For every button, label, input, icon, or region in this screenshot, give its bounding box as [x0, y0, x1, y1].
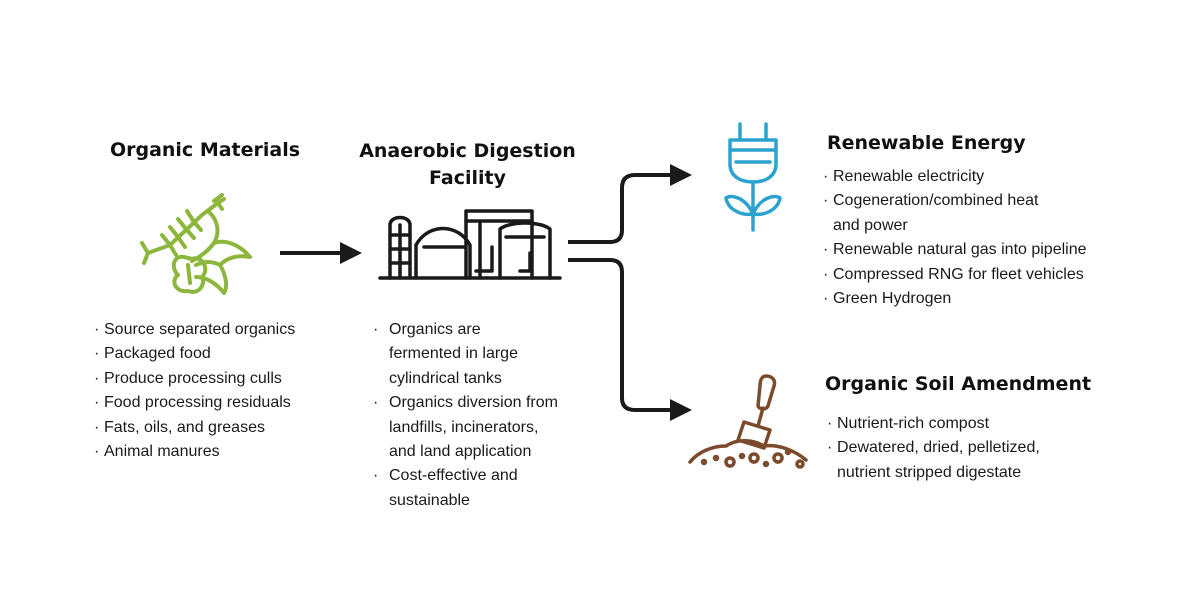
- plug-plant-icon: [724, 122, 782, 232]
- list-item: Organics are fermented in large cylindri…: [373, 318, 608, 391]
- digestion-facility-title-line1: Anaerobic Digestion: [359, 140, 576, 162]
- list-item: Cost-effective and sustainable: [373, 464, 608, 513]
- list-item: Nutrient-rich compost: [827, 412, 1127, 437]
- list-item: Produce processing culls: [94, 367, 344, 392]
- list-item: Packaged food: [94, 342, 344, 367]
- list-item: Source separated organics: [94, 318, 344, 343]
- digestion-facility-title: Anaerobic Digestion Facility: [340, 138, 595, 192]
- renewable-energy-title: Renewable Energy: [827, 132, 1026, 154]
- list-item: Green Hydrogen: [823, 287, 1163, 312]
- soil-amendment-list: Nutrient-rich compost Dewatered, dried, …: [827, 412, 1127, 485]
- digestion-facility-list: Organics are fermented in large cylindri…: [373, 318, 608, 513]
- list-item: Dewatered, dried, pelletized, nutrient s…: [827, 436, 1127, 485]
- list-item-line: Organics diversion from: [389, 394, 558, 412]
- digestion-facility-icon: [378, 209, 562, 280]
- list-item-line: and power: [833, 216, 908, 234]
- list-item-line: fermented in large: [389, 345, 518, 363]
- arrow-head-soil: [670, 399, 692, 421]
- list-item: Cogeneration/combined heat and power: [823, 189, 1163, 238]
- list-item: Renewable electricity: [823, 165, 1163, 190]
- list-item-line: Organics are: [389, 321, 481, 338]
- list-item-line: nutrient stripped digestate: [837, 463, 1022, 481]
- flow-arrow-right: [280, 242, 362, 264]
- list-item-line: Cost-effective and: [389, 467, 518, 485]
- list-item-line: Nutrient-rich compost: [837, 415, 990, 432]
- list-item-line: Renewable electricity: [833, 168, 985, 185]
- list-item: Fats, oils, and greases: [94, 416, 344, 441]
- list-item-line: Renewable natural gas into pipeline: [833, 241, 1087, 259]
- list-item: Organics diversion from landfills, incin…: [373, 391, 608, 464]
- list-item: Animal manures: [94, 440, 344, 465]
- list-item-line: sustainable: [389, 491, 470, 509]
- soil-amendment-title: Organic Soil Amendment: [825, 373, 1092, 395]
- list-item-line: cylindrical tanks: [389, 369, 502, 387]
- renewable-energy-list: Renewable electricity Cogeneration/combi…: [823, 165, 1163, 312]
- list-item-line: Compressed RNG for fleet vehicles: [833, 265, 1084, 283]
- shovel-soil-icon: [688, 374, 808, 469]
- list-item-line: and land application: [389, 443, 532, 461]
- list-item: Compressed RNG for fleet vehicles: [823, 263, 1163, 288]
- list-item-line: Green Hydrogen: [833, 290, 952, 308]
- organic-materials-list: Source separated organics Packaged food …: [94, 318, 344, 465]
- list-item-line: Cogeneration/combined heat: [833, 192, 1039, 210]
- organic-materials-title: Organic Materials: [109, 139, 301, 161]
- list-item: Renewable natural gas into pipeline: [823, 238, 1163, 263]
- list-item-line: Dewatered, dried, pelletized,: [837, 439, 1040, 457]
- arrow-head-energy: [670, 164, 692, 186]
- list-item: Food processing residuals: [94, 391, 344, 416]
- food-scraps-icon: [140, 193, 252, 295]
- digestion-facility-title-line2: Facility: [429, 167, 506, 189]
- branch-arrows: [568, 164, 692, 421]
- list-item-line: landfills, incinerators,: [389, 418, 539, 436]
